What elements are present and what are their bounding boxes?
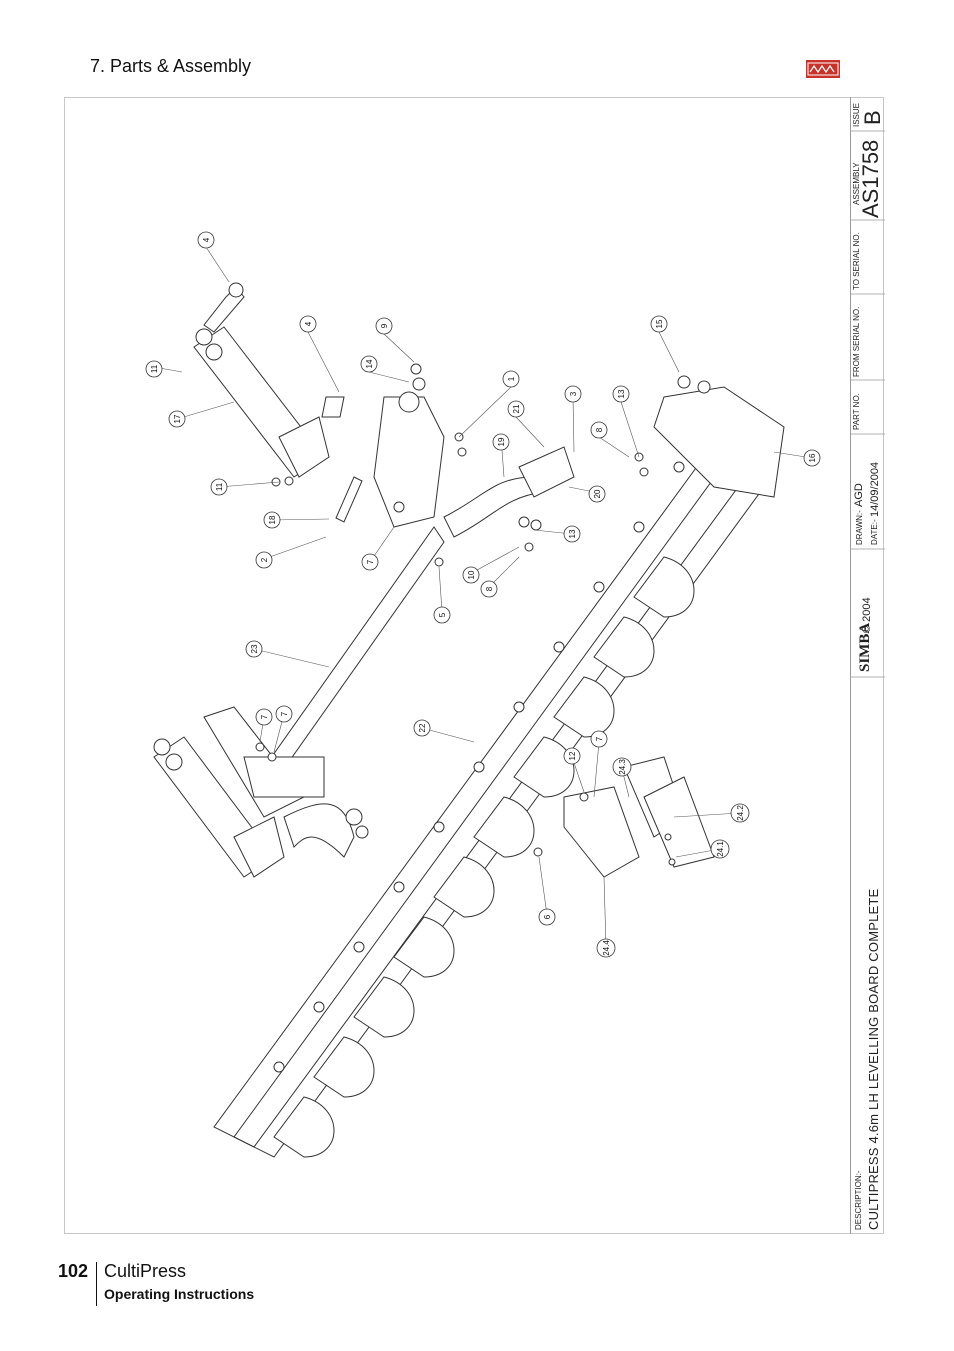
callout-label: 7 xyxy=(595,736,604,741)
callout-label: 22 xyxy=(418,723,427,732)
callout-label: 5 xyxy=(438,612,447,617)
callout-label: 19 xyxy=(497,437,506,446)
callout-label: 10 xyxy=(467,570,476,579)
product-name: CultiPress xyxy=(104,1261,187,1281)
callout-label: 4 xyxy=(304,321,313,326)
exploded-parts-drawing: 4 4 9 14 1 21 3 13 8 15 11 17 11 19 20 1… xyxy=(64,97,850,1234)
title-block: ISSUE B ASSEMBLY AS1758 TO SERIAL NO. FR… xyxy=(850,97,885,1234)
callout-label: 14 xyxy=(365,359,374,368)
assembly-value: AS1758 xyxy=(858,139,883,218)
to-serial-label: TO SERIAL NO. xyxy=(852,232,861,290)
callout-label: 2 xyxy=(260,557,269,562)
description-value: CULTIPRESS 4.6m LH LEVELLING BOARD COMPL… xyxy=(866,888,881,1230)
callout-label: 24.2 xyxy=(736,805,745,821)
callout-label: 16 xyxy=(808,453,817,462)
date-label: DATE:- xyxy=(870,519,879,545)
callout-label: 11 xyxy=(215,482,224,491)
callout-label: 7 xyxy=(280,711,289,716)
callout-label: 8 xyxy=(485,586,494,591)
drawn-value: AGD xyxy=(853,483,865,507)
callout-label: 24.3 xyxy=(618,759,627,775)
callout-label: 24.4 xyxy=(602,940,611,956)
drawing-frame xyxy=(64,97,884,1234)
page-number: 102 xyxy=(58,1261,89,1281)
callout-label: 1 xyxy=(507,376,516,381)
callout-label: 8 xyxy=(595,427,604,432)
callout-label: 4 xyxy=(202,237,211,242)
issue-value: B xyxy=(860,110,885,125)
callout-label: 7 xyxy=(260,714,269,719)
callout-label: 20 xyxy=(593,489,602,498)
simba-brand-logo: SIMBA xyxy=(857,622,873,672)
callout-label: 18 xyxy=(268,515,277,524)
callout-label: 12 xyxy=(568,751,577,760)
from-serial-label: FROM SERIAL NO. xyxy=(852,306,861,377)
date-value: 14/09/2004 xyxy=(869,461,881,517)
callout-label: 15 xyxy=(655,319,664,328)
callout-label: 3 xyxy=(569,391,578,396)
footer-divider xyxy=(96,1262,97,1306)
callout-label: 11 xyxy=(150,364,159,373)
callout-label: 24.1 xyxy=(716,841,725,857)
description-label: DESCRIPTION:- xyxy=(854,1170,863,1230)
callout-label: 17 xyxy=(173,414,182,423)
manual-subtitle: Operating Instructions xyxy=(104,1286,255,1302)
callout-label: 21 xyxy=(512,404,521,413)
callout-label: 6 xyxy=(543,914,552,919)
callout-label: 7 xyxy=(366,559,375,564)
drawn-label: DRAWN:- xyxy=(855,510,864,545)
simba-logo xyxy=(806,60,840,78)
callout-label: 13 xyxy=(617,389,626,398)
callout-label: 23 xyxy=(250,644,259,653)
part-no-label: PART NO. xyxy=(852,393,861,430)
section-title: 7. Parts & Assembly xyxy=(90,56,252,76)
callout-label: 9 xyxy=(380,323,389,328)
callout-label: 13 xyxy=(568,529,577,538)
